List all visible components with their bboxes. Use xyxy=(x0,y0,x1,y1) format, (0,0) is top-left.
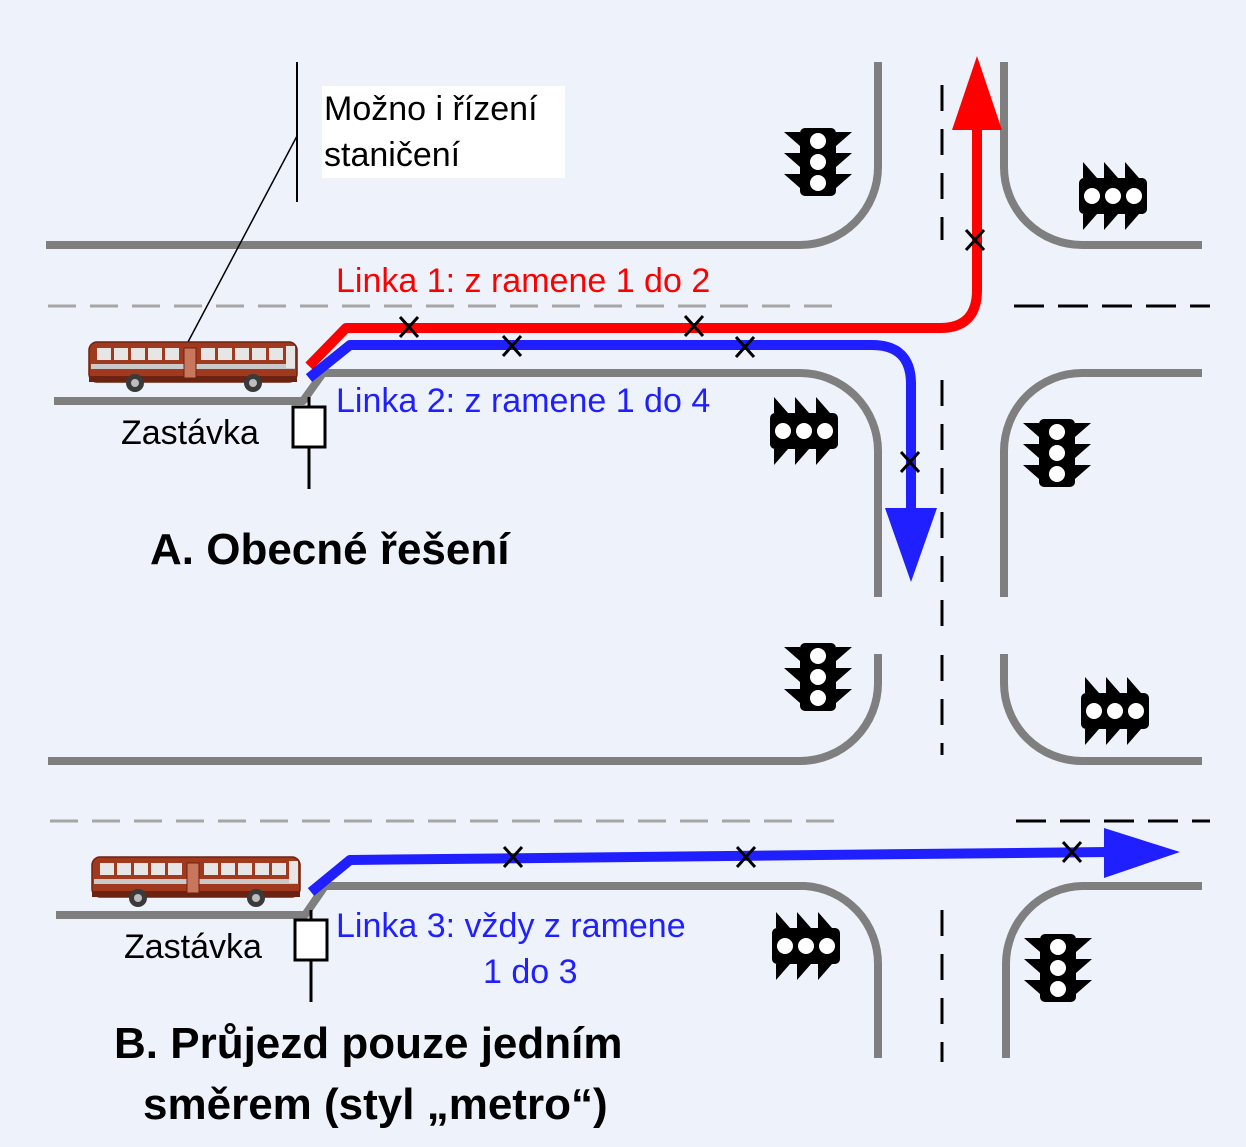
note-leader xyxy=(187,62,298,343)
line3-label-line2: 1 do 3 xyxy=(483,953,578,991)
traffic-light-vertical-icon xyxy=(784,643,852,711)
line2-label: Linka 2: z ramene 1 do 4 xyxy=(336,382,711,420)
stop-label-a: Zastávka xyxy=(121,414,259,452)
heading-b-line1: B. Průjezd pouze jedním xyxy=(114,1019,623,1068)
bus-icon xyxy=(91,856,301,908)
note-text: Možno i řízení staničení xyxy=(324,90,538,174)
stop-label-b: Zastávka xyxy=(124,928,262,966)
traffic-light-vertical-icon xyxy=(784,128,852,196)
line2-route xyxy=(305,340,937,582)
bus-icon xyxy=(88,341,298,393)
traffic-light-horizontal-icon xyxy=(772,912,840,980)
traffic-light-horizontal-icon xyxy=(1081,677,1149,745)
line1-label: Linka 1: z ramene 1 do 2 xyxy=(336,262,711,300)
traffic-light-horizontal-icon xyxy=(1079,162,1147,230)
traffic-light-vertical-icon xyxy=(1023,419,1091,487)
note-box xyxy=(322,86,565,178)
line3-route xyxy=(307,828,1180,896)
traffic-light-vertical-icon xyxy=(1024,934,1092,1002)
bus-stop-sign-icon xyxy=(293,908,329,1004)
section-a-lane-marks xyxy=(48,85,1210,640)
line1-route xyxy=(305,56,1002,370)
traffic-light-horizontal-icon xyxy=(770,397,838,465)
heading-b-line2: směrem (styl „metro“) xyxy=(143,1080,608,1129)
section-b-roads xyxy=(48,654,1202,1058)
heading-a: A. Obecné řešení xyxy=(150,525,510,574)
section-b-lane-marks xyxy=(50,655,1210,1062)
bus-stop-sign-icon xyxy=(291,395,327,491)
line3-label-line1: Linka 3: vždy z ramene xyxy=(336,907,686,945)
section-a-roads xyxy=(46,62,1202,597)
